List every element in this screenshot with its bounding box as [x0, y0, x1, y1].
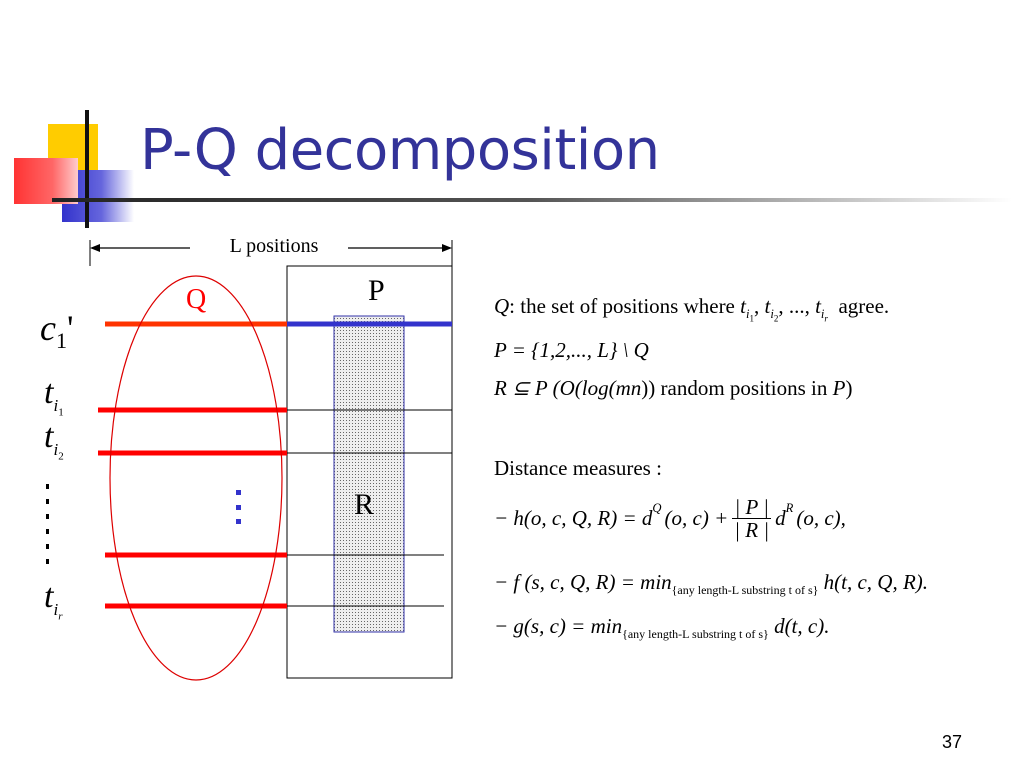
- p-label: P: [368, 274, 385, 307]
- t-i2-label: ti2: [44, 418, 64, 463]
- p-definition: P = {1,2,..., L} \ Q: [494, 338, 649, 362]
- q-label: Q: [186, 284, 207, 315]
- page-number: 37: [941, 732, 962, 752]
- h-fraction: | P | | R |: [732, 495, 771, 543]
- l-arrow-right-head: [442, 244, 452, 252]
- title-underline: [52, 198, 1012, 202]
- q-ellipse: [109, 275, 283, 681]
- c1-prime-label: c1': [40, 308, 74, 354]
- g-formula: − g(s, c) = min{any length-L substring t…: [494, 614, 830, 642]
- deco-vertical-line: [85, 110, 89, 228]
- l-positions-label: L positions: [230, 235, 319, 257]
- left-vertical-dots: [46, 484, 49, 564]
- pq-diagram: L positions: [46, 235, 453, 681]
- deco-red-square: [14, 158, 78, 204]
- r-definition: R ⊆ P (O(log(mn)) random positions in P): [494, 376, 853, 400]
- p-box: [286, 265, 453, 679]
- distance-heading: Distance measures :: [494, 456, 662, 480]
- slide-title: P-Q decomposition: [140, 118, 660, 183]
- r-label: R: [354, 488, 375, 521]
- blue-vertical-dots: [236, 490, 241, 524]
- q-definition: Q: the set of positions where ti1, ti2, …: [494, 294, 890, 324]
- r-column: [333, 315, 405, 633]
- t-i1-label: ti1: [44, 374, 64, 419]
- l-arrow-left-head: [90, 244, 100, 252]
- f-formula: − f (s, c, Q, R) = min{any length-L subs…: [494, 570, 929, 598]
- t-ir-label: tir: [44, 578, 63, 623]
